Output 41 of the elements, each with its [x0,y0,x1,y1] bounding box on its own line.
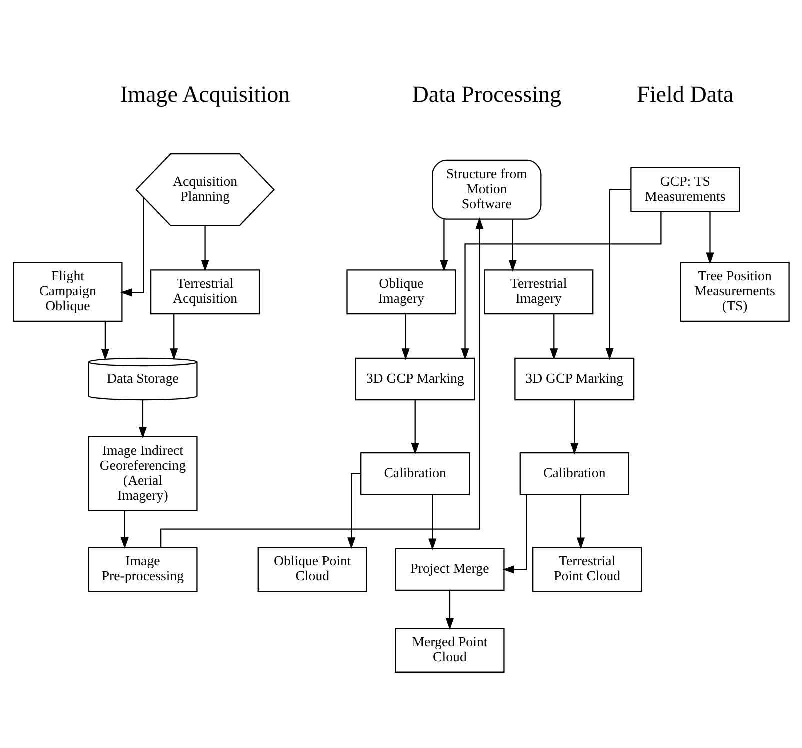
arrow [445,590,454,630]
arrow [160,218,484,548]
arrow [120,198,144,297]
node-box: Oblique Point Cloud [257,547,367,592]
node-box: Structure from Motion Software [432,160,542,220]
arrow [706,212,714,264]
arrow [570,400,578,455]
arrow [120,511,128,549]
label: Data Processing [412,81,562,108]
arrow [100,322,109,361]
arrow [550,314,558,360]
node-box: Calibration [360,452,470,496]
node-box: Terrestrial Point Cloud [532,547,642,592]
arrow [410,400,419,455]
label: Image Acquisition [120,81,290,108]
node-box: 3D GCP Marking [354,358,475,401]
node-box: Image Indirect Georeferencing (Aerial Imagery) [88,436,198,512]
node-box: Project Merge [394,548,504,592]
node-box: 3D GCP Marking [514,358,634,401]
node-box: Calibration [519,452,629,496]
node-box: Image Pre-processing [88,547,198,592]
node-box: Oblique Imagery [346,270,456,315]
node-box: Merged Point Cloud [394,628,504,673]
arrow [138,400,146,439]
arrow [200,226,209,272]
arrow [508,219,516,272]
node-box: GCP: TS Measurements [630,167,740,212]
arrow [576,494,585,550]
label: Field Data [636,81,734,108]
arrow [347,473,360,550]
node-box: Flight Campaign Oblique [12,262,122,322]
arrow [605,189,630,360]
arrow [502,494,527,574]
arrow [428,494,436,550]
arrow [440,219,448,272]
arrow [460,212,662,360]
node-box: Tree Position Measurements (TS) [680,262,790,322]
arrow [401,314,410,360]
node-box: Terrestrial Imagery [484,270,594,315]
arrow [170,314,178,360]
node-box: Terrestrial Acquisition [150,270,260,315]
